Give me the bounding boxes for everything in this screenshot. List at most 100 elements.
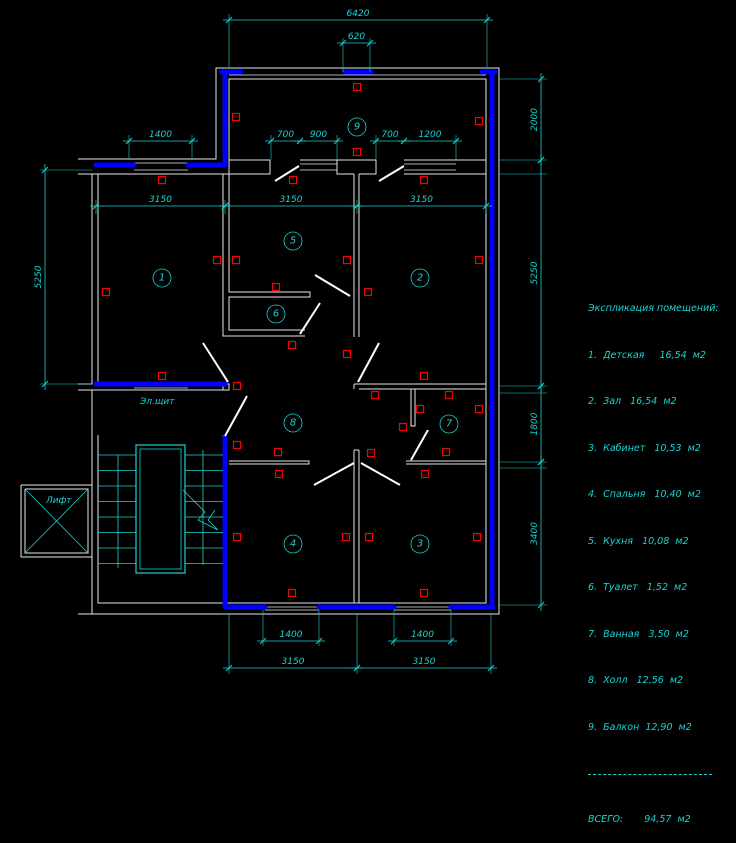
dimension-label: 3400	[530, 522, 540, 545]
wall	[78, 174, 93, 385]
door-leaf	[224, 395, 248, 437]
room-number: 8	[290, 418, 296, 429]
room-number-circle	[283, 231, 303, 251]
doors	[202, 165, 429, 486]
marker-icon	[474, 404, 484, 414]
electric-panel-label: Эл.щит	[139, 397, 175, 407]
marker-icon	[232, 381, 242, 391]
marker-icon	[444, 390, 454, 400]
door-leaf	[299, 302, 321, 335]
marker-icon	[441, 447, 451, 457]
marker-icon	[157, 371, 167, 381]
dimension-label: 6420	[347, 9, 370, 19]
wall	[410, 389, 416, 427]
room-number: 3	[417, 539, 423, 550]
dimension-label: 700	[381, 130, 398, 140]
legend-item: 9. Балкон 12,90 м2	[588, 721, 692, 733]
marker-icon	[352, 147, 362, 157]
room-number: 7	[446, 419, 453, 430]
legend-item: 1. Детская 16,54 м2	[588, 349, 706, 361]
dimension-label: 620	[348, 32, 365, 42]
room-number-circle	[410, 534, 430, 554]
wall	[229, 160, 271, 175]
dimension-label: 1400	[280, 630, 303, 640]
ceiling-markers	[101, 82, 484, 598]
room-number-circle	[283, 413, 303, 433]
door-leaf	[360, 462, 401, 486]
legend-item: 5. Кухня 10,08 м2	[588, 535, 689, 547]
room-number: 2	[417, 273, 423, 284]
legend-item: 6. Туалет 1,52 м2	[588, 582, 688, 593]
dimension-label: 900	[310, 130, 327, 140]
marker-icon	[287, 340, 297, 350]
dimension-label: 700	[277, 130, 294, 140]
dimension-tick	[296, 137, 304, 145]
marker-icon	[157, 175, 167, 185]
stair-break-line	[182, 489, 219, 531]
marker-icon	[287, 588, 297, 598]
marker-icon	[474, 116, 484, 126]
wall	[228, 174, 311, 331]
marker-icon	[370, 390, 380, 400]
dimension-tick	[400, 137, 408, 145]
door-leaf	[274, 165, 300, 182]
legend-item: 7. Ванная 3,50 м2	[588, 628, 689, 640]
room-number-circle	[439, 414, 459, 434]
marker-icon	[366, 448, 376, 458]
stair-well	[139, 448, 182, 570]
marker-icon	[419, 371, 429, 381]
dimension-label: 1400	[411, 630, 434, 640]
marker-icon	[415, 404, 425, 414]
marker-icon	[101, 287, 111, 297]
dimension-label: 1200	[419, 130, 442, 140]
dimension-label: 3150	[413, 657, 436, 667]
marker-icon	[288, 175, 298, 185]
marker-icon	[232, 532, 242, 542]
room-number-circle	[152, 268, 172, 288]
legend-separator	[588, 774, 712, 775]
outer-walls-highlight	[93, 69, 498, 610]
wall	[359, 160, 377, 175]
marker-icon	[472, 532, 482, 542]
elevator-cross	[24, 488, 89, 554]
marker-icon	[274, 469, 284, 479]
dimension-label: 1400	[149, 130, 172, 140]
dimension-label: 3150	[282, 657, 305, 667]
room-legend: Экспликация помещений: 1. Детская 16,54 …	[588, 270, 719, 843]
staircase	[24, 444, 223, 574]
elevator-label: Лифт	[45, 496, 72, 506]
room-number: 5	[290, 236, 296, 247]
door-leaf	[357, 342, 380, 383]
door-leaf	[314, 274, 351, 297]
wall	[229, 460, 310, 465]
marker-icon	[342, 349, 352, 359]
marker-icon	[474, 255, 484, 265]
marker-icon	[419, 175, 429, 185]
room-number: 4	[290, 539, 296, 550]
dimension-label: 3150	[149, 195, 172, 205]
dimension-label: 5250	[530, 261, 540, 284]
legend-total: ВСЕГО: 94,57 м2	[588, 814, 691, 825]
marker-icon	[231, 112, 241, 122]
marker-icon	[364, 532, 374, 542]
marker-icon	[419, 588, 429, 598]
marker-icon	[363, 287, 373, 297]
legend-item: 8. Холл 12,56 м2	[588, 675, 684, 686]
dimension-label: 1800	[530, 412, 540, 435]
marker-icon	[231, 255, 241, 265]
dimension-label: 2000	[530, 108, 540, 131]
floor-plan: 6420 620 1400 700 900 700 1200 3150 3150 3150 5250…	[20, 9, 547, 674]
marker-icon	[271, 282, 281, 292]
door-leaf	[313, 462, 355, 486]
legend-item: 2. Зал 16,54 м2	[588, 396, 677, 407]
wall	[336, 160, 354, 175]
door-leaf	[378, 165, 405, 182]
dimension-lines: 6420 620 1400 700 900 700 1200 3150 3150 3150 5250…	[34, 9, 547, 674]
stair-railing	[135, 444, 186, 574]
marker-icon	[398, 422, 408, 432]
marker-icon	[341, 532, 351, 542]
door-leaf	[410, 429, 429, 461]
wall	[222, 174, 305, 337]
dimension-label: 5250	[34, 265, 44, 288]
wall	[78, 67, 500, 615]
